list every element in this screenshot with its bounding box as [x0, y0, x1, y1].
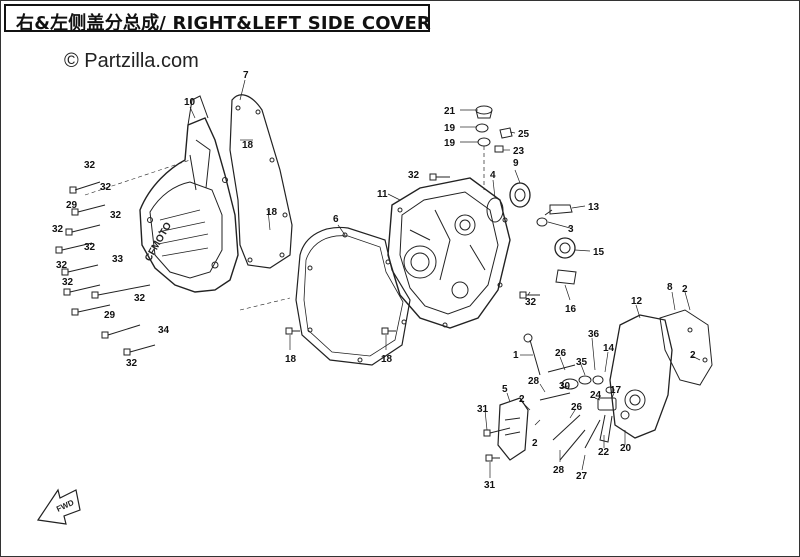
part-label: 32 [525, 297, 537, 308]
part-label: 12 [631, 296, 643, 307]
part-label: 18 [381, 354, 393, 365]
part-label: 15 [593, 247, 605, 258]
part-label: 32 [62, 277, 74, 288]
title-box: 右&左侧盖分总成/ RIGHT&LEFT SIDE COVER [4, 4, 431, 34]
part-label: 30 [559, 381, 571, 392]
part-label: 35 [576, 357, 588, 368]
part-label: 32 [126, 358, 138, 369]
part-label: 26 [555, 348, 567, 359]
part-label: 2 [690, 350, 696, 361]
part-label: 26 [571, 402, 583, 413]
part-label: 32 [100, 182, 112, 193]
part-label: 31 [484, 480, 496, 491]
forward-arrow-text: FWD [55, 498, 76, 514]
part-label: 8 [667, 282, 673, 293]
part-label: 28 [528, 376, 540, 387]
part-label: 32 [84, 160, 96, 171]
part-label: 2 [682, 284, 688, 295]
part-label: 22 [598, 447, 610, 458]
part-label: 18 [266, 207, 278, 218]
left-gasket [229, 94, 293, 269]
part-label: 19 [444, 138, 456, 149]
forward-arrow [36, 488, 81, 525]
seals-and-rings [486, 182, 577, 285]
part-label: 9 [513, 158, 519, 169]
part-label: 20 [620, 443, 632, 454]
part-label: 32 [52, 224, 64, 235]
part-label: 2 [519, 394, 525, 405]
copyright-text: © Partzilla.com [64, 50, 199, 72]
part-label: 4 [490, 170, 496, 181]
oil-filler-parts [475, 105, 513, 190]
part-label: 36 [588, 329, 600, 340]
center-gasket [295, 226, 411, 366]
part-label: 32 [408, 170, 420, 181]
part-label: 23 [513, 146, 525, 157]
part-label: 3 [568, 224, 574, 235]
part-label: 32 [84, 242, 96, 253]
part-label: 10 [184, 97, 196, 108]
left-side-cover [139, 95, 239, 293]
part-labels: 10 7 18 18 32 32 29 32 32 32 32 33 32 32… [52, 70, 696, 491]
part-label: 6 [333, 214, 339, 225]
part-label: 27 [576, 471, 588, 482]
part-label: 11 [377, 189, 388, 200]
part-label: 32 [56, 260, 68, 271]
bolts [55, 159, 601, 462]
part-label: 17 [610, 385, 622, 396]
part-label: 32 [110, 210, 122, 221]
part-label: 13 [588, 202, 600, 213]
part-label: 32 [134, 293, 146, 304]
part-label: 29 [66, 200, 78, 211]
part-label: 2 [532, 438, 538, 449]
part-label: 18 [285, 354, 297, 365]
part-label: 7 [243, 70, 249, 81]
part-label: 21 [444, 106, 456, 117]
part-label: 1 [513, 350, 519, 361]
small-right-cover [609, 309, 713, 439]
part-label: 24 [590, 390, 602, 401]
part-label: 14 [603, 343, 615, 354]
part-label: 33 [112, 254, 124, 265]
part-label: 16 [565, 304, 577, 315]
part-label: 19 [444, 123, 456, 134]
part-label: 29 [104, 310, 116, 321]
part-label: 5 [502, 384, 508, 395]
right-side-cover [387, 177, 511, 329]
leader-lines [189, 79, 701, 478]
diagram-title: 右&左侧盖分总成/ RIGHT&LEFT SIDE COVER [16, 13, 431, 34]
part-label: 25 [518, 129, 530, 140]
part-label: 18 [242, 140, 254, 151]
part-label: 34 [158, 325, 170, 336]
part-label: 31 [477, 404, 489, 415]
part-label: 28 [553, 465, 565, 476]
